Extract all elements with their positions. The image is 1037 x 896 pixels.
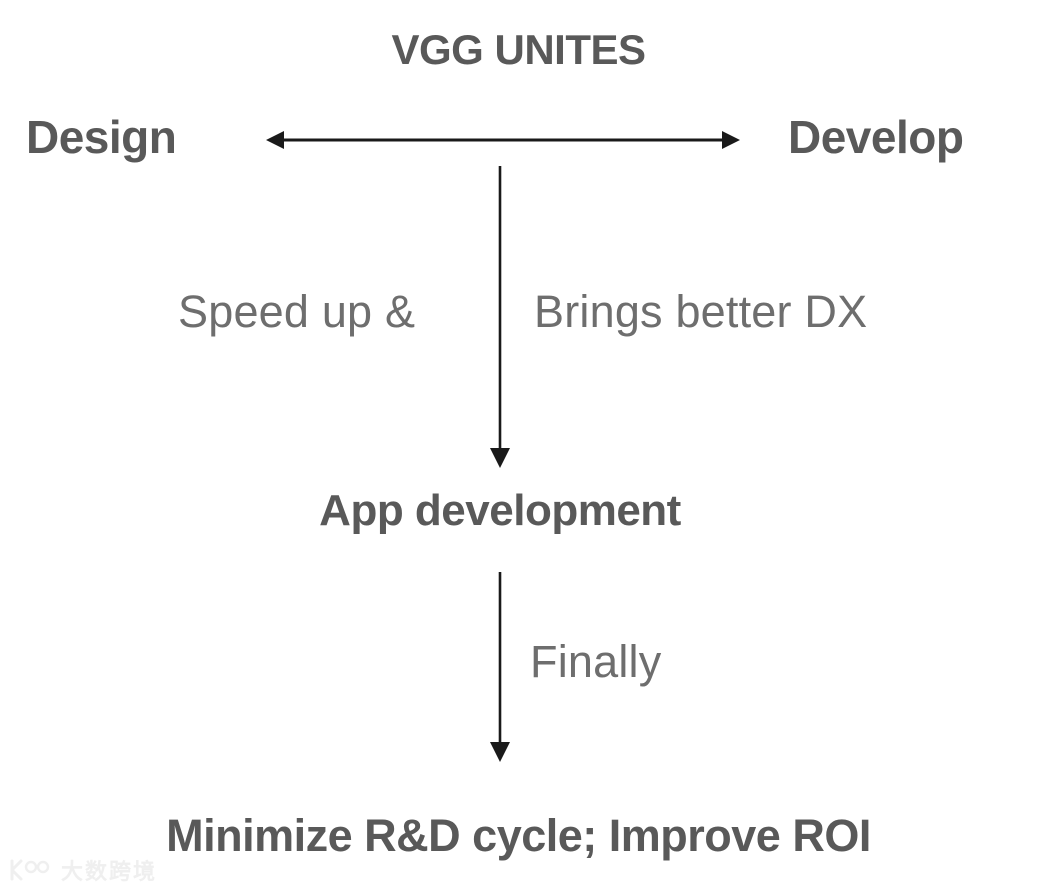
node-develop: Develop <box>788 111 964 163</box>
diagram-title: VGG UNITES <box>391 26 646 73</box>
node-outcome: Minimize R&D cycle; Improve ROI <box>166 810 871 861</box>
watermark-text: 大数跨境 <box>61 859 158 885</box>
node-design: Design <box>26 111 177 163</box>
edge-label-finally: Finally <box>530 636 662 687</box>
double-arrow-icon <box>258 124 748 156</box>
arrow-down-icon-to-app-development <box>480 162 520 474</box>
edge-label-speed-up: Speed up & <box>178 286 416 337</box>
watermark: 大数跨境 <box>8 858 157 887</box>
edge-label-better-dx: Brings better DX <box>534 286 868 337</box>
arrow-down-icon-to-outcome <box>480 568 520 768</box>
node-app-development: App development <box>319 486 681 535</box>
watermark-logo-icon <box>8 858 54 887</box>
